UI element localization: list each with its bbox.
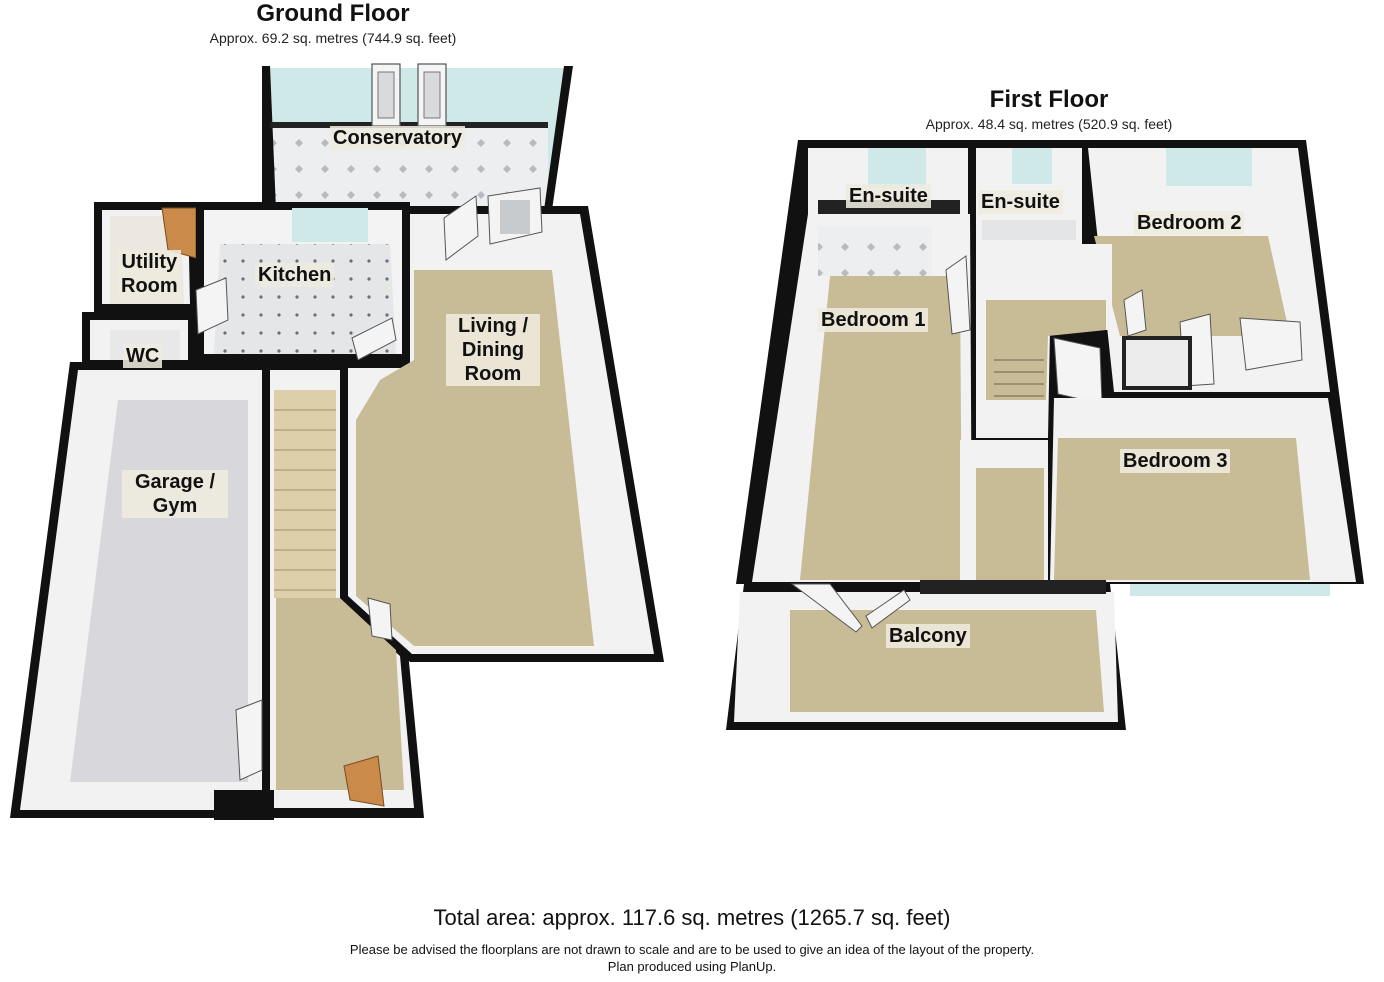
landing-area [976, 244, 1112, 438]
room-label-bedroom-2: Bedroom 2 [1134, 211, 1245, 235]
ground-floor-area: Approx. 69.2 sq. metres (744.9 sq. feet) [210, 30, 457, 46]
room-label-conservatory: Conservatory [330, 126, 465, 150]
room-label-line: Dining [461, 339, 525, 361]
first-floor-plan [726, 140, 1364, 730]
room-label-line: Room [121, 275, 178, 297]
room-label-line: Living / [458, 315, 528, 337]
cupboard-area [960, 440, 1048, 582]
hall-stairs-area [262, 362, 424, 818]
total-area: Total area: approx. 117.6 sq. metres (12… [433, 905, 951, 930]
bedroom-1-area [752, 214, 972, 582]
room-label-ensuite-1: En-suite [846, 184, 931, 208]
room-label-line: Utility [121, 251, 178, 273]
room-label-garage-gym: Garage / Gym [122, 470, 228, 518]
producer-credit: Plan produced using PlanUp. [607, 959, 777, 974]
room-label-wc: WC [123, 344, 163, 368]
ground-floor-title: Ground Floor [256, 0, 409, 27]
room-label-bedroom-3: Bedroom 3 [1120, 449, 1231, 473]
room-label-line: Garage / [134, 471, 216, 493]
room-label-bedroom-1: Bedroom 1 [818, 308, 929, 332]
room-label-living-dining: Living / Dining Room [446, 314, 540, 386]
first-floor-area: Approx. 48.4 sq. metres (520.9 sq. feet) [926, 116, 1173, 132]
room-label-kitchen: Kitchen [255, 263, 335, 287]
room-label-balcony: Balcony [886, 624, 970, 648]
bedroom-3-area [1050, 398, 1356, 596]
conservatory-area [262, 63, 573, 210]
ensuite-2-area [976, 148, 1082, 244]
garage-gym-area [10, 362, 274, 820]
balcony-area [734, 580, 1118, 722]
bedroom-2-area [1088, 148, 1330, 392]
room-label-utility-room: Utility Room [118, 250, 181, 298]
first-floor-title: First Floor [990, 86, 1109, 113]
room-label-line: Room [464, 363, 522, 385]
room-label-line: Gym [152, 495, 198, 517]
disclaimer-text: Please be advised the floorplans are not… [349, 942, 1035, 957]
room-label-ensuite-2: En-suite [978, 190, 1063, 214]
ground-floor-plan [10, 63, 664, 820]
